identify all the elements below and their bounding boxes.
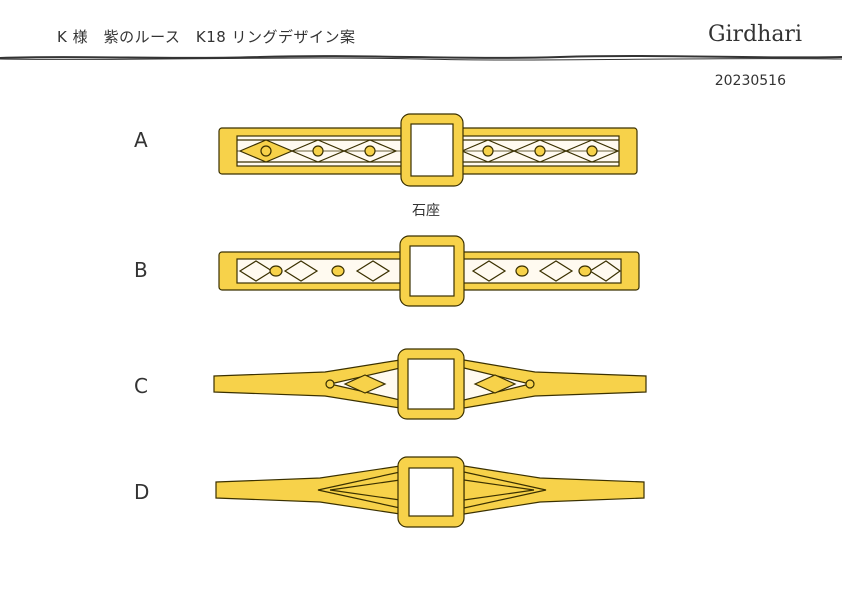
ring-design-b [218,235,640,307]
design-label-a: A [134,128,148,152]
ring-design-c [213,348,647,420]
document-title: K 様 紫のルース K18 リングデザイン案 [57,28,356,46]
header-rule [0,55,842,61]
document-date: 20230516 [714,73,786,89]
ring-design-d [215,456,645,528]
design-label-b: B [134,258,148,282]
design-label-d: D [134,480,150,504]
ring-design-a [218,113,638,187]
stone-setting-annotation: 石座 [412,203,440,219]
brand-name: Girdhari [707,22,802,47]
design-label-c: C [134,374,148,398]
